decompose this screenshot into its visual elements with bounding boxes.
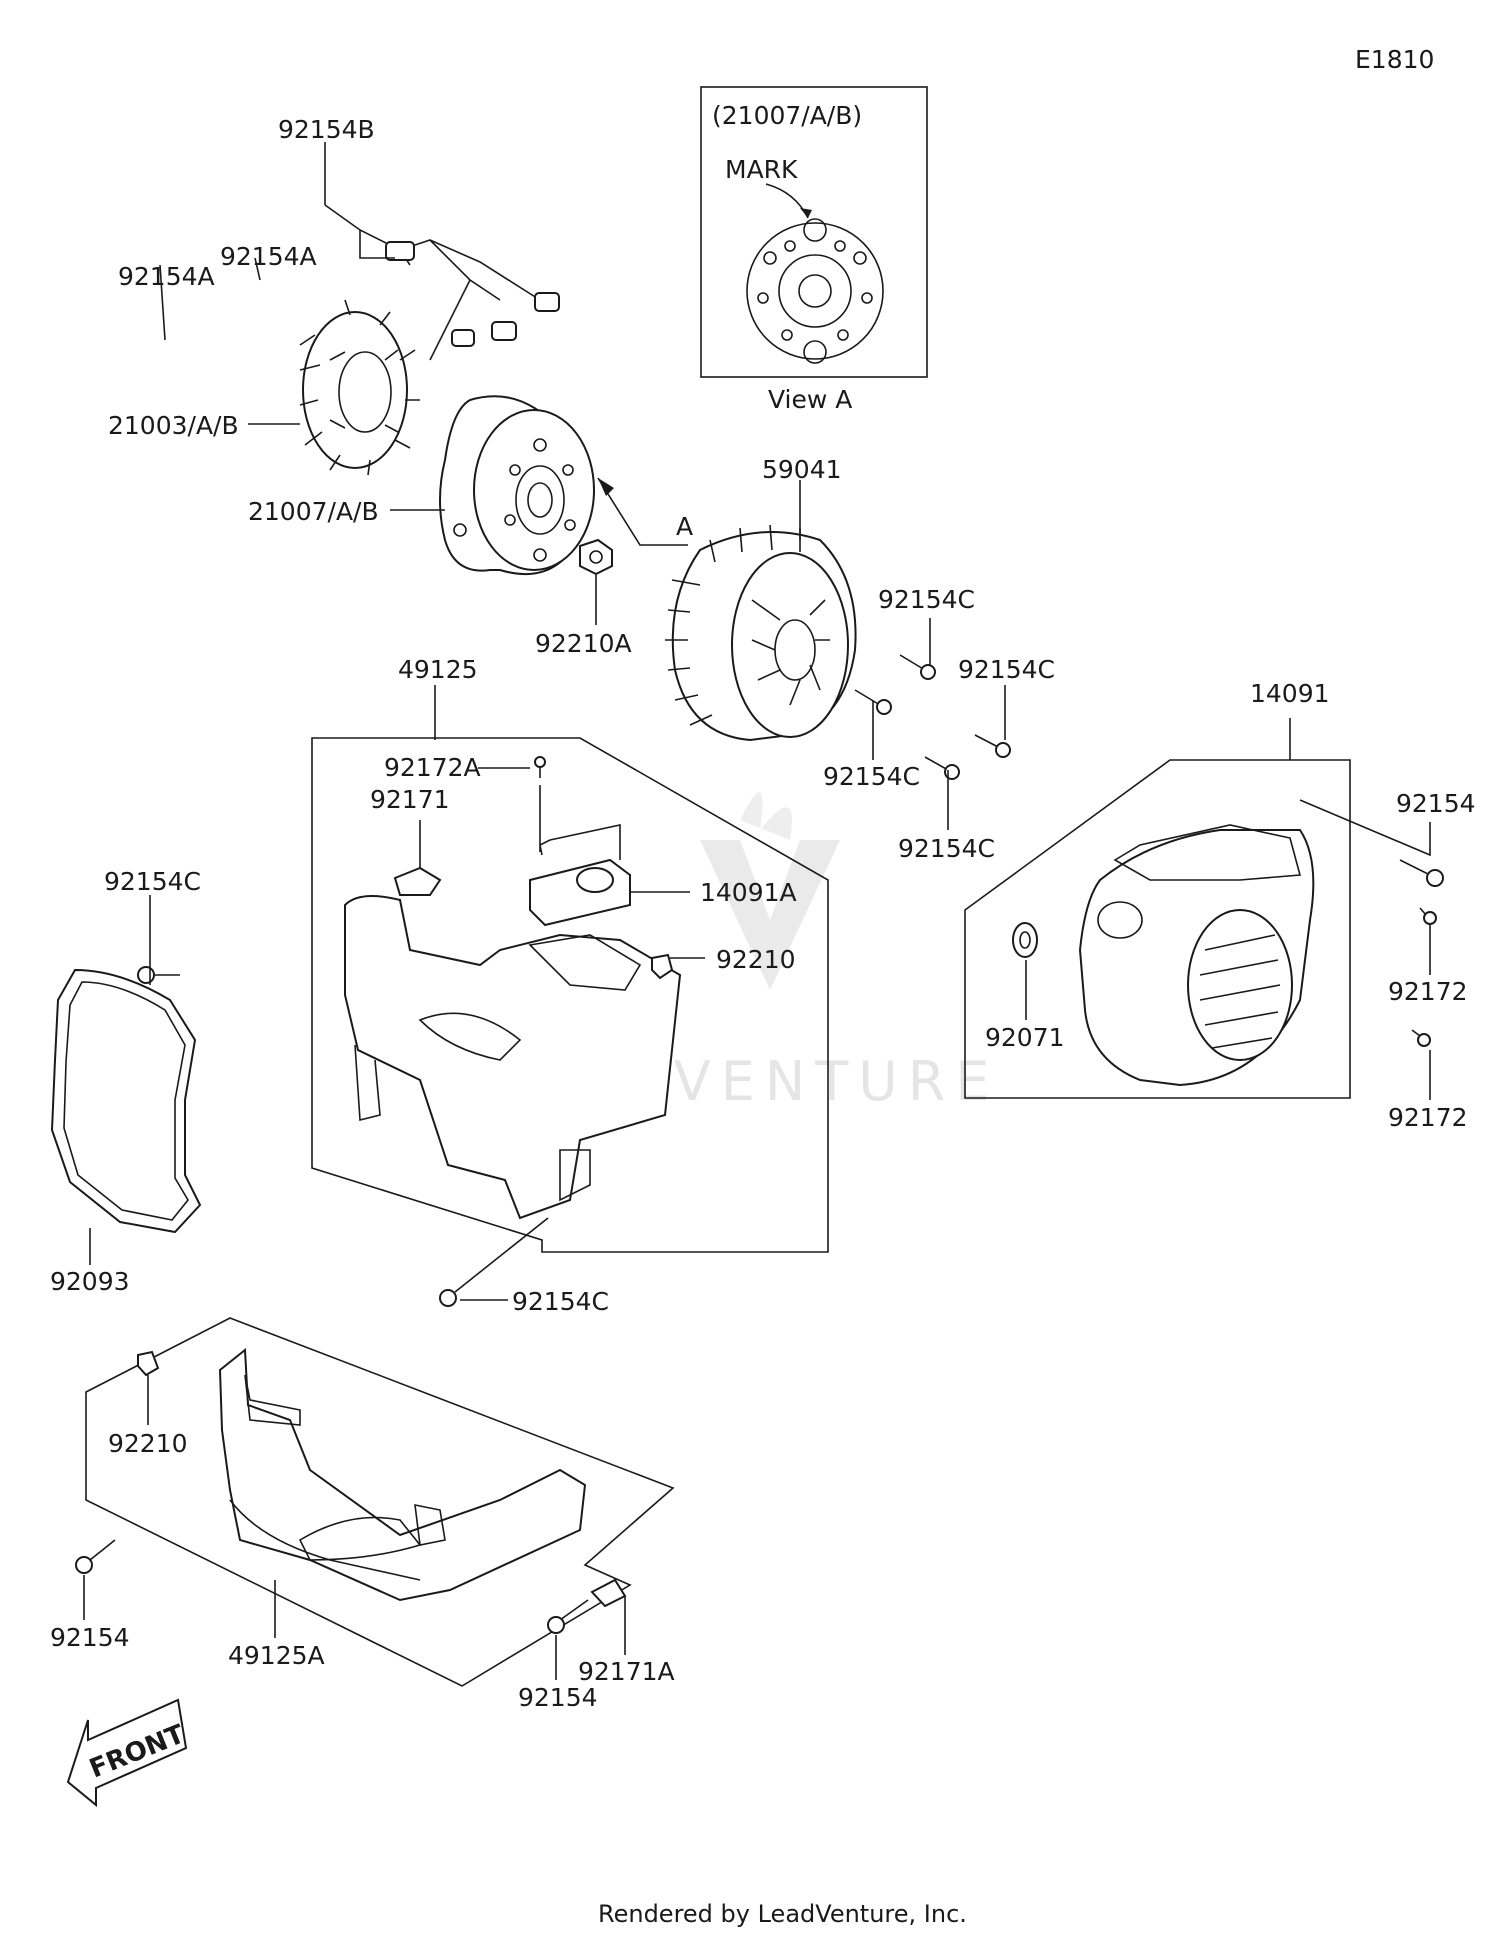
label-92071[interactable]: 92071	[985, 1023, 1065, 1052]
gasket-icon	[50, 968, 202, 1234]
label-92154B[interactable]: 92154B	[278, 115, 375, 144]
fan-housing-group-box	[964, 759, 1351, 1099]
label-49125[interactable]: 49125	[398, 655, 478, 684]
label-92172-upper[interactable]: 92172	[1388, 977, 1468, 1006]
label-92154A-upper[interactable]: 92154A	[220, 242, 317, 271]
label-92154C-c[interactable]: 92154C	[823, 762, 920, 791]
fan-housing-screws-icon	[1399, 859, 1444, 1047]
label-92154C-b[interactable]: 92154C	[958, 655, 1055, 684]
view-a-ref: (21007/A/B)	[712, 101, 862, 130]
label-92210A[interactable]: 92210A	[535, 629, 632, 658]
label-92154C-f[interactable]: 92154C	[512, 1287, 609, 1316]
view-a-inset: (21007/A/B) MARK View A	[700, 86, 928, 414]
leader-lines	[83, 142, 1431, 1680]
lower-shroud-group-box	[75, 1317, 675, 1687]
label-92093[interactable]: 92093	[50, 1267, 130, 1296]
label-92154C-a[interactable]: 92154C	[878, 585, 975, 614]
view-a-arrow-label: A	[676, 512, 693, 541]
shroud-group-box	[311, 737, 829, 1253]
label-59041[interactable]: 59041	[762, 455, 842, 484]
label-92154-left[interactable]: 92154	[50, 1623, 130, 1652]
front-arrow-icon: FRONT	[66, 1698, 189, 1808]
footer-credit: Rendered by LeadVenture, Inc.	[598, 1900, 967, 1928]
label-92154-bottom[interactable]: 92154	[518, 1683, 598, 1712]
stator-harness-icon	[324, 204, 560, 361]
fan-bolts-icon	[854, 654, 1011, 780]
label-21003[interactable]: 21003/A/B	[108, 411, 239, 440]
stator-icon	[299, 299, 420, 476]
label-92154C-e[interactable]: 92154C	[104, 867, 201, 896]
label-92172A[interactable]: 92172A	[384, 753, 481, 782]
cooling-fan-icon	[665, 524, 857, 742]
label-92210-upper[interactable]: 92210	[716, 945, 796, 974]
label-14091[interactable]: 14091	[1250, 679, 1330, 708]
view-a-caption: View A	[768, 385, 852, 414]
label-21007[interactable]: 21007/A/B	[248, 497, 379, 526]
label-92172-lower[interactable]: 92172	[1388, 1103, 1468, 1132]
label-92154C-d[interactable]: 92154C	[898, 834, 995, 863]
label-92210-lower[interactable]: 92210	[108, 1429, 188, 1458]
label-92154-right[interactable]: 92154	[1396, 789, 1476, 818]
label-14091A[interactable]: 14091A	[700, 878, 797, 907]
label-92154A-left[interactable]: 92154A	[118, 262, 215, 291]
label-92171A[interactable]: 92171A	[578, 1657, 675, 1686]
label-92171[interactable]: 92171	[370, 785, 450, 814]
rotor-face-view-icon	[746, 218, 884, 364]
shroud-bolt-icon	[439, 1217, 549, 1307]
nut-icon	[579, 538, 613, 576]
diagram-code: E1810	[1355, 45, 1434, 74]
flywheel-rotor-icon	[439, 395, 595, 576]
view-a-arrow: A	[597, 477, 693, 546]
gasket-bolt-icon	[137, 966, 180, 984]
view-a-mark: MARK	[725, 155, 798, 184]
part-labels: 92154B 92154A 92154A 21003/A/B 21007/A/B…	[50, 115, 1476, 1712]
label-49125A[interactable]: 49125A	[228, 1641, 325, 1670]
